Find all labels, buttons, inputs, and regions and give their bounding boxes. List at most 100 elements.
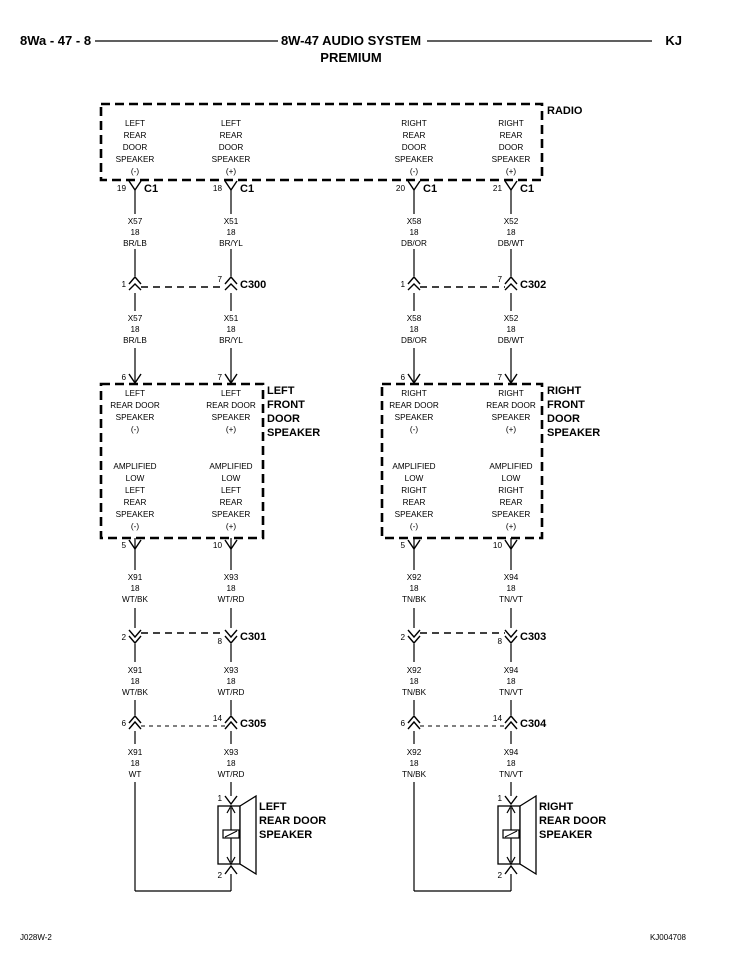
svg-text:WT/BK: WT/BK xyxy=(122,595,148,604)
wire-label-x94: X94 18 TN/VT xyxy=(499,748,523,779)
component-label: REAR DOOR xyxy=(259,815,326,827)
page-subtitle: PREMIUM xyxy=(320,50,381,65)
component-label: DOOR xyxy=(267,413,300,425)
connector-label: C303 xyxy=(520,631,546,643)
svg-text:18: 18 xyxy=(226,759,236,768)
wire-label-x93: X93 18 WT/RD xyxy=(218,573,245,604)
component-label: SPEAKER xyxy=(259,829,312,841)
terminal-label: AMPLIFIED LOW RIGHT REAR SPEAKER (+) xyxy=(489,462,532,531)
svg-text:WT/RD: WT/RD xyxy=(218,595,245,604)
component-label: LEFT xyxy=(267,385,295,397)
component-label: SPEAKER xyxy=(539,829,592,841)
svg-text:X58: X58 xyxy=(407,314,422,323)
svg-text:(+): (+) xyxy=(226,167,237,176)
svg-text:18: 18 xyxy=(130,228,140,237)
figure-code: J028W-2 xyxy=(20,933,52,942)
pin-number: 6 xyxy=(121,373,126,382)
svg-text:AMPLIFIED: AMPLIFIED xyxy=(392,462,435,471)
pin-number: 2 xyxy=(400,633,405,642)
connector-label: C1 xyxy=(240,183,254,195)
pin-number: 6 xyxy=(400,719,405,728)
svg-text:DB/OR: DB/OR xyxy=(401,239,427,248)
terminal-label: LEFT REAR DOOR SPEAKER (+) xyxy=(206,389,256,434)
svg-text:18: 18 xyxy=(506,584,516,593)
svg-text:18: 18 xyxy=(409,325,419,334)
svg-text:SPEAKER: SPEAKER xyxy=(116,413,155,422)
svg-text:TN/VT: TN/VT xyxy=(499,688,523,697)
page-title: 8W-47 AUDIO SYSTEM xyxy=(281,33,421,48)
connector-label: C302 xyxy=(520,279,546,291)
svg-text:(-): (-) xyxy=(131,167,139,176)
pin-number: 1 xyxy=(400,280,405,289)
pin-number: 10 xyxy=(493,541,503,550)
wire-label-x92: X92 18 TN/BK xyxy=(402,666,427,697)
right-rear-door-speaker: 1 2 RIGHT REAR DOOR SPEAKER xyxy=(497,794,606,880)
svg-text:18: 18 xyxy=(226,228,236,237)
pin-number: 2 xyxy=(217,871,222,880)
svg-text:AMPLIFIED: AMPLIFIED xyxy=(209,462,252,471)
page-number: 8Wa - 47 - 8 xyxy=(20,33,91,48)
svg-text:REAR: REAR xyxy=(220,131,243,140)
svg-text:18: 18 xyxy=(130,677,140,686)
pin-number: 14 xyxy=(493,714,503,723)
svg-text:LOW: LOW xyxy=(126,474,145,483)
svg-text:X91: X91 xyxy=(128,748,143,757)
pin-number: 18 xyxy=(213,184,223,193)
radio-terminal-left-rear-neg: LEFT REAR DOOR SPEAKER (-) xyxy=(116,119,155,176)
svg-text:WT/BK: WT/BK xyxy=(122,688,148,697)
radio-terminal-left-rear-pos: LEFT REAR DOOR SPEAKER (+) xyxy=(212,119,251,176)
svg-text:SPEAKER: SPEAKER xyxy=(212,413,251,422)
svg-text:REAR: REAR xyxy=(500,498,523,507)
pin-number: 14 xyxy=(213,714,223,723)
svg-text:DOOR: DOOR xyxy=(123,143,148,152)
svg-text:LEFT: LEFT xyxy=(221,486,241,495)
svg-text:WT/RD: WT/RD xyxy=(218,688,245,697)
terminal-label: RIGHT REAR DOOR SPEAKER (+) xyxy=(486,389,536,434)
svg-text:TN/VT: TN/VT xyxy=(499,595,523,604)
pin-number: 7 xyxy=(217,373,222,382)
pin-number: 8 xyxy=(217,637,222,646)
connector-label: C1 xyxy=(144,183,158,195)
svg-text:SPEAKER: SPEAKER xyxy=(492,413,531,422)
pin-number: 20 xyxy=(396,184,406,193)
svg-text:X93: X93 xyxy=(224,573,239,582)
svg-text:X94: X94 xyxy=(504,573,519,582)
inline-connector-c301: 2 8 C301 xyxy=(121,629,266,646)
svg-text:RIGHT: RIGHT xyxy=(498,119,523,128)
svg-text:TN/BK: TN/BK xyxy=(402,770,427,779)
svg-text:AMPLIFIED: AMPLIFIED xyxy=(113,462,156,471)
svg-text:LEFT: LEFT xyxy=(125,389,145,398)
wire-label-x93: X93 18 WT/RD xyxy=(218,666,245,697)
wire-label-x94: X94 18 TN/VT xyxy=(499,666,523,697)
svg-text:X91: X91 xyxy=(128,666,143,675)
pin-number: 5 xyxy=(400,541,405,550)
pin-number: 8 xyxy=(497,637,502,646)
inline-connector-c302: 1 7 C302 xyxy=(400,275,546,291)
wire-label-x52: X52 18 DB/WT xyxy=(498,217,524,248)
svg-text:BR/YL: BR/YL xyxy=(219,239,243,248)
wire-label-x51: X51 18 BR/YL xyxy=(219,314,243,345)
wire-label-x58: X58 18 DB/OR xyxy=(401,217,427,248)
wire-label-x57: X57 18 BR/LB xyxy=(123,314,147,345)
svg-text:REAR DOOR: REAR DOOR xyxy=(206,401,256,410)
svg-text:X93: X93 xyxy=(224,666,239,675)
svg-text:X57: X57 xyxy=(128,217,143,226)
inline-connector-c300: 1 7 C300 xyxy=(121,275,266,291)
pin-number: 21 xyxy=(493,184,503,193)
wire-label-x91: X91 18 WT/BK xyxy=(122,666,148,697)
wire-label-x93: X93 18 WT/RD xyxy=(218,748,245,779)
svg-text:DB/WT: DB/WT xyxy=(498,239,524,248)
wire-labels: X57 18 BR/LB X51 18 BR/YL X58 18 DB/OR X… xyxy=(122,217,524,779)
pin-number: 2 xyxy=(121,633,126,642)
pin-number: 1 xyxy=(497,794,502,803)
svg-text:SPEAKER: SPEAKER xyxy=(116,155,155,164)
svg-text:(-): (-) xyxy=(410,522,418,531)
svg-text:18: 18 xyxy=(409,677,419,686)
svg-text:WT/RD: WT/RD xyxy=(218,770,245,779)
component-label: FRONT xyxy=(547,399,585,411)
component-label: FRONT xyxy=(267,399,305,411)
pin-number: 7 xyxy=(497,275,502,284)
svg-text:REAR DOOR: REAR DOOR xyxy=(486,401,536,410)
svg-text:X92: X92 xyxy=(407,573,422,582)
connector-label: C300 xyxy=(240,279,266,291)
